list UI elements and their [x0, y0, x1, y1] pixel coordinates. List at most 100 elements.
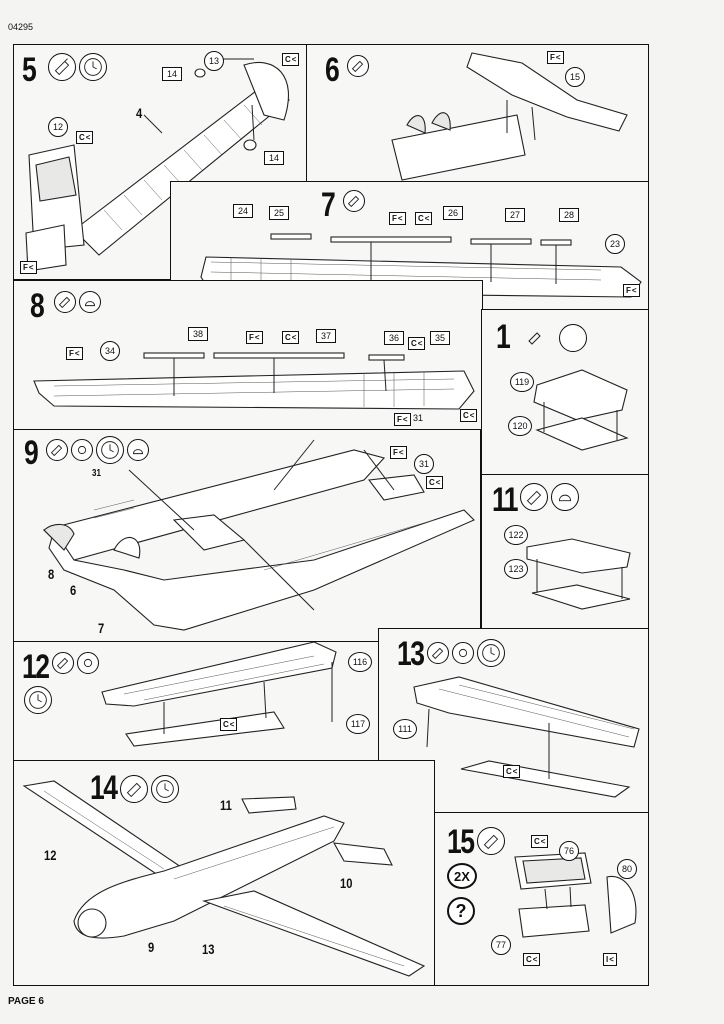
step-number: 11: [492, 481, 518, 519]
tag-c: C: [426, 476, 444, 489]
callout-76: 76: [559, 841, 579, 861]
callout-31: 31: [414, 454, 434, 474]
step-icons: [48, 53, 107, 81]
callout-77: 77: [491, 935, 511, 955]
step-icons: [46, 436, 149, 464]
step-number: 12: [22, 648, 50, 686]
step-icons: [343, 190, 365, 212]
clock-icon: [24, 686, 52, 714]
step-icons: [120, 775, 179, 803]
tag-c: C: [460, 409, 478, 422]
tag-i: I: [603, 953, 617, 966]
blank-icon: [559, 324, 587, 352]
decal-icon: [71, 439, 93, 461]
step-icons-2: [24, 686, 52, 714]
step-15-panel: 15 2X ? 76 80 77 C C I: [434, 812, 649, 986]
glue-icon: [52, 652, 74, 674]
clock-icon: [79, 53, 107, 81]
tag-c: C: [76, 131, 94, 144]
step-number: 5: [22, 51, 37, 89]
part-box-14b: 14: [264, 151, 284, 165]
label-6: 6: [70, 582, 77, 598]
tag-c: C: [503, 765, 521, 778]
kit-code: 04295: [8, 22, 34, 32]
step-15-drawing: [514, 852, 637, 938]
callout-15: 15: [565, 67, 585, 87]
step-11-panel: 11 122 123: [481, 474, 649, 629]
step-6-panel: 6 15 F: [306, 44, 649, 182]
callout-12: 12: [48, 117, 68, 137]
step-number: 6: [325, 51, 340, 89]
step-number: 15: [447, 823, 475, 861]
callout-119: 119: [510, 372, 534, 392]
paint-icon: [79, 291, 101, 313]
tag-c: C: [282, 53, 300, 66]
tag-f: F: [66, 347, 83, 360]
label-10: 10: [340, 875, 353, 891]
step-14-panel: 14 11 12 10 9 13: [13, 760, 435, 986]
tag-c: C: [220, 718, 238, 731]
glue-icon: [477, 827, 505, 855]
tag-c: C: [523, 953, 541, 966]
tag-f: F: [394, 413, 411, 426]
glue-icon: [46, 439, 68, 461]
label-31: 31: [92, 468, 101, 479]
step-number: 1: [496, 318, 511, 356]
glue-icon: [427, 642, 449, 664]
step-8-drawing: [33, 352, 475, 410]
step-1-drawing: [533, 369, 629, 451]
label-7: 7: [98, 620, 105, 636]
step-number: 7: [321, 186, 336, 224]
clock-icon: [151, 775, 179, 803]
paint-icon: [127, 439, 149, 461]
clock-icon: [477, 639, 505, 667]
step-icons: [427, 639, 505, 667]
part-box-27: 27: [505, 208, 525, 222]
part-box-26: 26: [443, 206, 463, 220]
callout-123: 123: [504, 559, 528, 579]
tag-f: F: [547, 51, 564, 64]
callout-34: 34: [100, 341, 120, 361]
glue-icon: [520, 483, 548, 511]
step-icons: [477, 827, 505, 855]
callout-120: 120: [508, 416, 532, 436]
glue-icon: [347, 55, 369, 77]
part-box-14a: 14: [162, 67, 182, 81]
tag-c: C: [531, 835, 549, 848]
label-12: 12: [44, 847, 57, 863]
callout-13: 13: [204, 51, 224, 71]
step-12-panel: 12 116 117 C: [13, 641, 380, 761]
step-icons: [54, 291, 101, 313]
step-14-drawing: [22, 780, 426, 977]
tag-f: F: [390, 446, 407, 459]
tag-f: F: [246, 331, 263, 344]
step-9-panel: 9 31 31 8 6 7 F C: [13, 429, 481, 642]
tag-c: C: [282, 331, 300, 344]
glue-icon: [48, 53, 76, 81]
decal-icon: [452, 642, 474, 664]
quantity-badge: 2X: [447, 863, 477, 889]
step-number: 8: [30, 287, 45, 325]
part-box-28: 28: [559, 208, 579, 222]
callout-117: 117: [346, 714, 370, 734]
tag-c: C: [415, 212, 433, 225]
label-11: 11: [220, 797, 232, 813]
label-9: 9: [148, 939, 155, 955]
callout-111: 111: [393, 719, 417, 739]
step-icons: [347, 55, 369, 77]
glue-icon: [524, 327, 546, 349]
glue-icon: [54, 291, 76, 313]
glue-icon: [343, 190, 365, 212]
label-13: 13: [202, 941, 215, 957]
step-number: 13: [397, 635, 425, 673]
paint-icon: [551, 483, 579, 511]
tag-f: F: [623, 284, 640, 297]
decal-icon: [77, 652, 99, 674]
step-6-drawing: [391, 52, 628, 181]
label-8: 8: [48, 566, 55, 582]
callout-80: 80: [617, 859, 637, 879]
part-box-35: 35: [430, 331, 450, 345]
step-11-drawing: [526, 538, 631, 610]
step-9-drawing: [42, 439, 475, 631]
part-box-36: 36: [384, 331, 404, 345]
